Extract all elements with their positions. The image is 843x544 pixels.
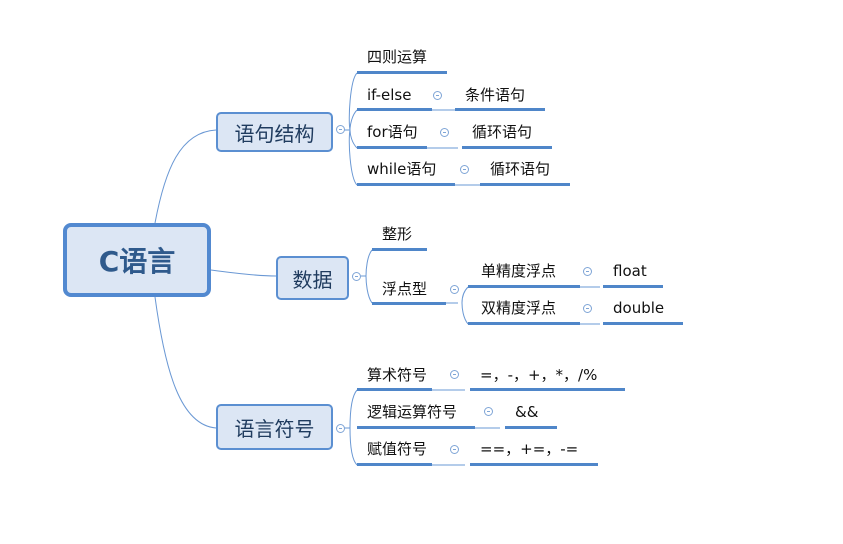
leaf-underline [357,108,432,111]
collapse-icon[interactable] [583,267,592,276]
leaf-double-precision[interactable]: 双精度浮点 [481,299,557,317]
collapse-icon[interactable] [484,407,493,416]
leaf-underline [603,285,663,288]
collapse-icon[interactable] [450,370,459,379]
leaf-assign-symbols[interactable]: 赋值符号 [367,440,428,458]
leaf-underline [372,302,446,305]
collapse-icon[interactable] [433,91,442,100]
leaf-conditional[interactable]: 条件语句 [465,86,526,104]
link-root-branch3 [154,296,217,429]
leaf-float-type[interactable]: 浮点型 [382,280,428,298]
leaf-for[interactable]: for语句 [367,123,418,141]
leaf-double[interactable]: double [613,299,665,317]
collapse-icon[interactable] [583,304,592,313]
leaf-if-else[interactable]: if-else [367,86,412,104]
link-root-branch1 [154,129,217,224]
leaf-underline [357,388,432,391]
leaf-underline [372,248,427,251]
root-node[interactable]: C语言 [63,223,211,297]
leaf-arithmetic-symbols[interactable]: 算术符号 [367,366,428,384]
leaf-underline [468,322,580,325]
leaf-underline [357,71,447,74]
collapse-icon[interactable] [450,445,459,454]
leaf-underline [468,285,580,288]
collapse-icon[interactable] [336,424,345,433]
leaf-underline [470,463,598,466]
branch-node-symbols[interactable]: 语言符号 [216,404,333,450]
leaf-logic-symbols[interactable]: 逻辑运算符号 [367,403,458,421]
leaf-logic-ops[interactable]: && [515,403,539,421]
leaf-underline [357,463,432,466]
leaf-underline [462,146,552,149]
leaf-underline [603,322,683,325]
leaf-integer[interactable]: 整形 [382,225,413,243]
leaf-arithmetic[interactable]: 四则运算 [367,48,428,66]
link-root-branch2 [210,269,277,277]
leaf-underline [480,183,570,186]
leaf-underline [357,183,455,186]
leaf-assign-ops[interactable]: ==，+=，-= [480,440,579,458]
collapse-icon[interactable] [352,272,361,281]
leaf-underline [455,108,545,111]
leaf-float[interactable]: float [613,262,647,280]
leaf-arithmetic-ops[interactable]: =，-，+，*，/% [480,366,598,384]
leaf-while[interactable]: while语句 [367,160,437,178]
branch-node-statements[interactable]: 语句结构 [216,112,333,152]
leaf-loop[interactable]: 循环语句 [490,160,551,178]
leaf-underline [357,426,475,429]
collapse-icon[interactable] [440,128,449,137]
collapse-icon[interactable] [460,165,469,174]
leaf-single-precision[interactable]: 单精度浮点 [481,262,557,280]
collapse-icon[interactable] [450,285,459,294]
collapse-icon[interactable] [336,125,345,134]
leaf-underline [357,146,427,149]
leaf-loop[interactable]: 循环语句 [472,123,533,141]
branch-node-data[interactable]: 数据 [276,256,349,300]
leaf-underline [470,388,625,391]
leaf-underline [505,426,557,429]
